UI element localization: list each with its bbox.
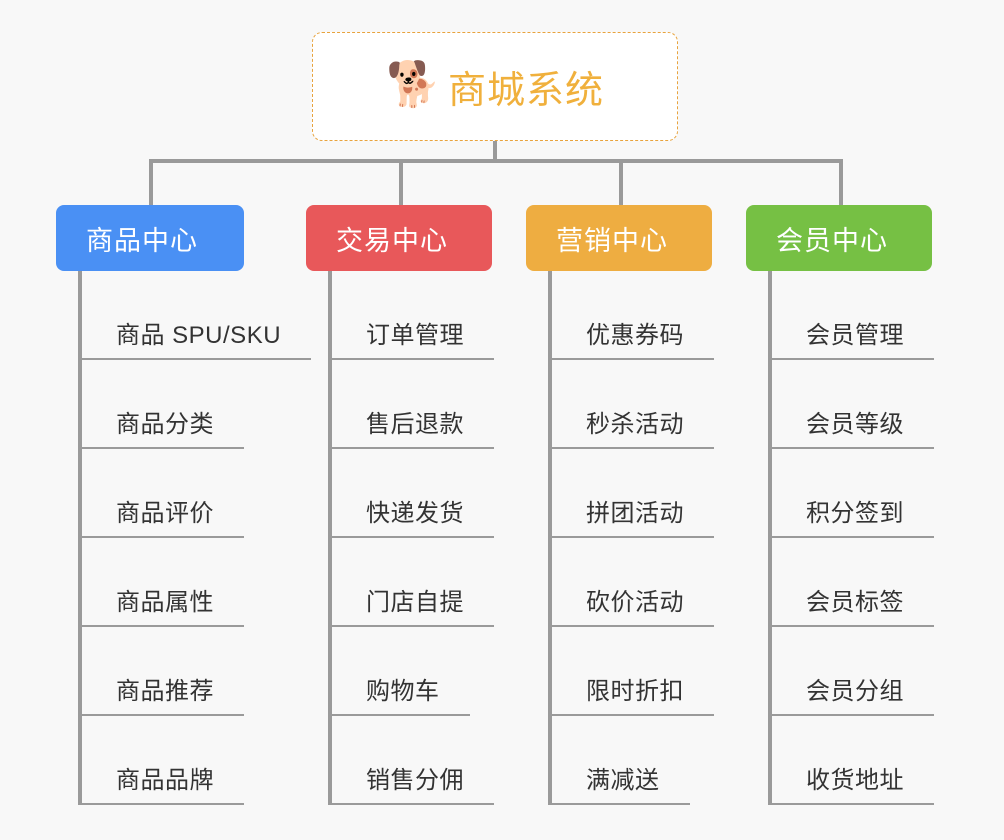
- leaf-item-label: 快递发货: [366, 500, 464, 527]
- leaf-underline: 优惠券码: [552, 315, 714, 360]
- leaf-item[interactable]: 商品属性: [82, 538, 244, 627]
- leaf-item[interactable]: 优惠券码: [552, 271, 714, 360]
- leaf-item[interactable]: 拼团活动: [552, 449, 714, 538]
- leaf-item-label: 优惠券码: [586, 322, 684, 349]
- leaf-item[interactable]: 砍价活动: [552, 538, 714, 627]
- group-column-2: 营销中心优惠券码秒杀活动拼团活动砍价活动限时折扣满减送: [526, 205, 714, 805]
- leaf-list-2: 优惠券码秒杀活动拼团活动砍价活动限时折扣满减送: [548, 271, 714, 805]
- leaf-item[interactable]: 收货地址: [772, 716, 934, 805]
- leaf-item[interactable]: 限时折扣: [552, 627, 714, 716]
- group-header-label: 会员中心: [776, 225, 888, 256]
- leaf-underline: 购物车: [332, 671, 470, 716]
- group-column-0: 商品中心商品 SPU/SKU 商品分类商品评价商品属性商品推荐商品品牌: [56, 205, 312, 805]
- leaf-item[interactable]: 商品推荐: [82, 627, 244, 716]
- leaf-item-label: 收货地址: [806, 767, 904, 794]
- leaf-underline: 会员管理: [772, 315, 934, 360]
- leaf-item[interactable]: 会员分组: [772, 627, 934, 716]
- connector-drop-3: [839, 159, 843, 209]
- leaf-underline: 满减送: [552, 760, 690, 805]
- leaf-item[interactable]: 会员标签: [772, 538, 934, 627]
- leaf-item-label: 会员等级: [806, 411, 904, 438]
- group-header-label: 交易中心: [336, 225, 448, 256]
- connector-horizontal-bus: [149, 159, 839, 163]
- group-header-label: 营销中心: [556, 225, 668, 256]
- group-column-1: 交易中心订单管理售后退款快递发货门店自提购物车销售分佣: [306, 205, 494, 805]
- leaf-item-label: 商品评价: [116, 500, 214, 527]
- leaf-item-label: 拼团活动: [586, 500, 684, 527]
- leaf-item-label: 秒杀活动: [586, 411, 684, 438]
- leaf-item[interactable]: 门店自提: [332, 538, 494, 627]
- leaf-underline: 商品 SPU/SKU: [82, 315, 312, 360]
- leaf-underline: 快递发货: [332, 493, 494, 538]
- leaf-item-label: 会员分组: [806, 678, 904, 705]
- leaf-underline: 砍价活动: [552, 582, 714, 627]
- leaf-item[interactable]: 销售分佣: [332, 716, 494, 805]
- leaf-item-label: 商品推荐: [116, 678, 214, 705]
- group-header-2[interactable]: 营销中心: [526, 205, 712, 271]
- leaf-item-label: 订单管理: [366, 322, 464, 349]
- leaf-underline: 售后退款: [332, 404, 494, 449]
- connector-drop-2: [619, 159, 623, 209]
- leaf-item-label: 积分签到: [806, 500, 904, 527]
- leaf-item[interactable]: 商品 SPU/SKU: [82, 271, 312, 360]
- leaf-underline: 商品品牌: [82, 760, 244, 805]
- leaf-underline: 商品评价: [82, 493, 244, 538]
- connector-drop-1: [399, 159, 403, 209]
- leaf-item-label: 砍价活动: [586, 589, 684, 616]
- leaf-item[interactable]: 会员等级: [772, 360, 934, 449]
- group-header-label: 商品中心: [86, 225, 198, 256]
- leaf-underline: 秒杀活动: [552, 404, 714, 449]
- leaf-item-label: 会员管理: [806, 322, 904, 349]
- connector-root-stem: [493, 141, 497, 162]
- leaf-item[interactable]: 订单管理: [332, 271, 494, 360]
- leaf-underline: 订单管理: [332, 315, 494, 360]
- leaf-item-label: 商品分类: [116, 411, 214, 438]
- group-header-1[interactable]: 交易中心: [306, 205, 492, 271]
- leaf-underline: 拼团活动: [552, 493, 714, 538]
- leaf-item-label: 售后退款: [366, 411, 464, 438]
- leaf-item-label: 满减送: [586, 767, 660, 794]
- leaf-item[interactable]: 秒杀活动: [552, 360, 714, 449]
- leaf-underline: 销售分佣: [332, 760, 494, 805]
- leaf-item-label: 购物车: [366, 678, 440, 705]
- connector-drop-0: [149, 159, 153, 209]
- leaf-underline: 商品属性: [82, 582, 244, 627]
- leaf-item[interactable]: 商品分类: [82, 360, 244, 449]
- leaf-underline: 会员等级: [772, 404, 934, 449]
- leaf-item-label: 会员标签: [806, 589, 904, 616]
- root-node-content: 🐕 商城系统: [386, 59, 604, 114]
- group-header-3[interactable]: 会员中心: [746, 205, 932, 271]
- leaf-item[interactable]: 购物车: [332, 627, 492, 716]
- leaf-list-1: 订单管理售后退款快递发货门店自提购物车销售分佣: [328, 271, 494, 805]
- leaf-item[interactable]: 售后退款: [332, 360, 494, 449]
- leaf-item-label: 限时折扣: [586, 678, 684, 705]
- leaf-item-label: 商品 SPU/SKU: [116, 322, 282, 349]
- leaf-item-label: 商品属性: [116, 589, 214, 616]
- leaf-underline: 收货地址: [772, 760, 934, 805]
- leaf-underline: 商品分类: [82, 404, 244, 449]
- leaf-underline: 门店自提: [332, 582, 494, 627]
- leaf-list-3: 会员管理会员等级积分签到会员标签会员分组收货地址: [768, 271, 934, 805]
- leaf-list-0: 商品 SPU/SKU 商品分类商品评价商品属性商品推荐商品品牌: [78, 271, 312, 805]
- leaf-underline: 积分签到: [772, 493, 934, 538]
- leaf-underline: 商品推荐: [82, 671, 244, 716]
- root-node-title: 商城系统: [447, 70, 604, 112]
- root-node-mall-system[interactable]: 🐕 商城系统: [312, 32, 678, 141]
- leaf-item[interactable]: 快递发货: [332, 449, 494, 538]
- leaf-underline: 会员标签: [772, 582, 934, 627]
- shiba-dog-face-icon: 🐕: [385, 59, 441, 109]
- group-header-0[interactable]: 商品中心: [56, 205, 244, 271]
- leaf-underline: 会员分组: [772, 671, 934, 716]
- leaf-item-label: 销售分佣: [366, 767, 464, 794]
- leaf-item[interactable]: 满减送: [552, 716, 712, 805]
- group-column-3: 会员中心会员管理会员等级积分签到会员标签会员分组收货地址: [746, 205, 934, 805]
- leaf-item[interactable]: 会员管理: [772, 271, 934, 360]
- leaf-underline: 限时折扣: [552, 671, 714, 716]
- leaf-item-label: 门店自提: [366, 589, 464, 616]
- leaf-item[interactable]: 商品评价: [82, 449, 244, 538]
- leaf-item-label: 商品品牌: [116, 767, 214, 794]
- leaf-item[interactable]: 积分签到: [772, 449, 934, 538]
- leaf-item[interactable]: 商品品牌: [82, 716, 244, 805]
